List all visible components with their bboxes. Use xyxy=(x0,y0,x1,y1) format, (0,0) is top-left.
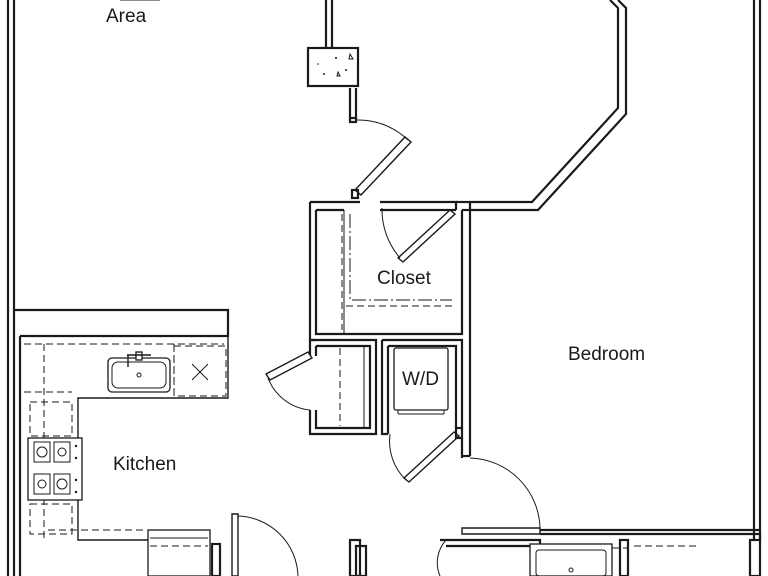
bottom-fixtures xyxy=(147,513,762,576)
bedroom-door xyxy=(461,454,762,540)
dishwasher xyxy=(173,345,227,397)
laundry-closet xyxy=(380,338,464,483)
closet-door xyxy=(381,207,457,263)
kitchen-label: Kitchen xyxy=(113,454,177,475)
kitchen-counters xyxy=(12,308,230,541)
closet-label: Closet xyxy=(377,268,431,289)
closet-shelving xyxy=(341,210,456,334)
bay-door xyxy=(350,119,413,200)
bedroom-label: Bedroom xyxy=(568,344,646,365)
range-cooktop xyxy=(27,401,83,535)
bay-wall xyxy=(324,0,628,456)
structural-column xyxy=(306,46,360,88)
exterior-walls xyxy=(6,0,762,576)
linen-closet xyxy=(264,338,378,436)
washer-dryer-label: W/D xyxy=(402,369,439,390)
kitchen-sink xyxy=(107,351,171,393)
living-area-label: Area xyxy=(106,6,147,27)
